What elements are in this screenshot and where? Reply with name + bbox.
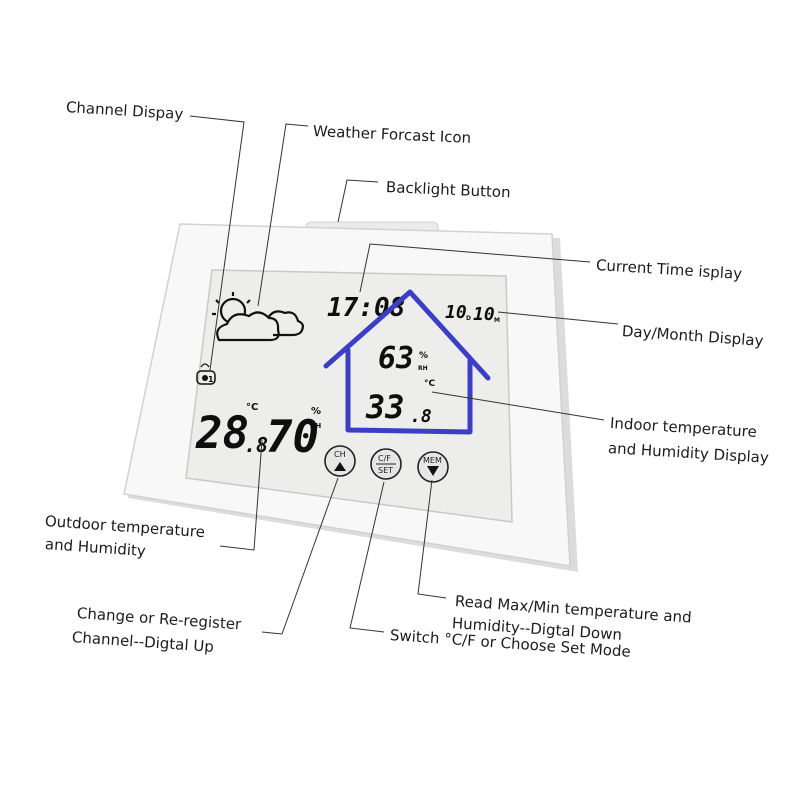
outdoor-temperature-unit: °C: [246, 402, 258, 413]
indoor-temperature-value: 33: [365, 388, 405, 426]
outdoor-temperature-value: 28: [195, 408, 249, 459]
day-unit: D: [466, 315, 471, 322]
house-outline: [323, 289, 491, 435]
outdoor-humidity-rh: RH: [310, 422, 321, 430]
indoor-humidity-value: 63: [378, 341, 414, 376]
outdoor-temperature-decimal: .8: [244, 433, 268, 457]
channel-display-icon: 1: [196, 363, 216, 385]
leader-channel: [189, 115, 245, 371]
leader-backlight: [337, 179, 379, 223]
leader-read: [417, 479, 447, 599]
up-arrow-icon: [334, 462, 346, 471]
indoor-humidity-percent: %: [419, 351, 428, 361]
mem-down-button[interactable]: MEM: [417, 451, 449, 483]
down-arrow-icon: [427, 466, 439, 476]
month-value: 10: [473, 304, 495, 325]
outdoor-humidity-percent: %: [311, 406, 321, 417]
leader-switch: [349, 481, 385, 633]
cf-set-button[interactable]: C/F SET: [370, 448, 402, 480]
mem-button-label: MEM: [423, 456, 442, 465]
ch-button-label: CH: [334, 450, 346, 459]
leader-time: [359, 243, 591, 293]
leader-lines: [189, 115, 619, 635]
leader-change: [261, 477, 339, 635]
channel-number: 1: [208, 375, 214, 384]
ch-up-button[interactable]: CH: [324, 445, 356, 477]
leader-day-month: [497, 311, 619, 325]
indoor-humidity-rh: RH: [418, 365, 428, 372]
outdoor-humidity-value: 70: [266, 412, 319, 463]
month-unit: M: [494, 317, 500, 324]
leader-indoor: [431, 391, 605, 421]
weather-forecast-icon: [212, 292, 305, 342]
day-value: 10: [445, 302, 467, 323]
leader-outdoor: [219, 439, 263, 551]
day-month-display: 10 D 10 M: [445, 302, 500, 325]
cf-button-label: C/F: [378, 454, 391, 463]
indoor-temperature-unit: °C: [424, 379, 436, 389]
set-button-label: SET: [378, 466, 393, 475]
indoor-temperature-decimal: .8: [410, 406, 432, 427]
leader-weather: [257, 123, 309, 307]
